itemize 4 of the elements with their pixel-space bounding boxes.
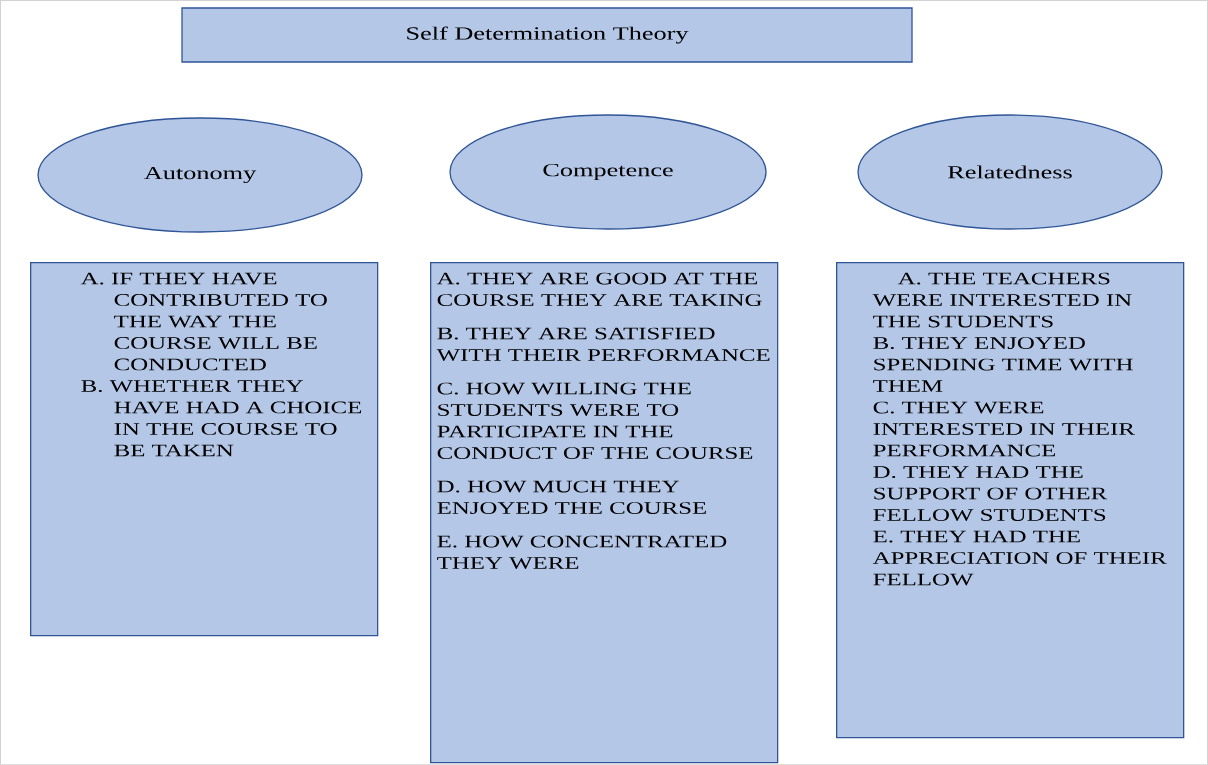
list-box: A. THE TEACHERS WERE INTERESTED IN THE STUDENTS B. THEY ENJOYED SPENDING TIME WITH THEM C. THEY WERE INTERESTED IN THEIR PERFORMANCE D. THEY HAD THE SUPPORT OF OTHER FELLOW STUDENTS E. THEY HAD THE APPRECIATION OF THEIR FELLOW <box>836 262 1185 739</box>
list-box: A. IF THEY HAVE CONTRIBUTED TO THE WAY THE COURSE WILL BE CONDUCTED B. WHETHER THEY HAVE HAD A CHOICE IN THE COURSE TO BE TAKEN <box>30 262 379 637</box>
title-box: Self Determination Theory <box>181 7 913 63</box>
list-box: A. THEY ARE GOOD AT THE COURSE THEY ARE TAKING B. THEY ARE SATISFIED WITH THEIR PERFORMANCE C. HOW WILLING THE STUDENTS WERE TO PARTICIPATE IN THE CONDUCT OF THE COURSE D. HOW MUCH THEY ENJOYED THE COURSE E. HOW CONCENTRATED THEY WERE <box>430 262 779 764</box>
